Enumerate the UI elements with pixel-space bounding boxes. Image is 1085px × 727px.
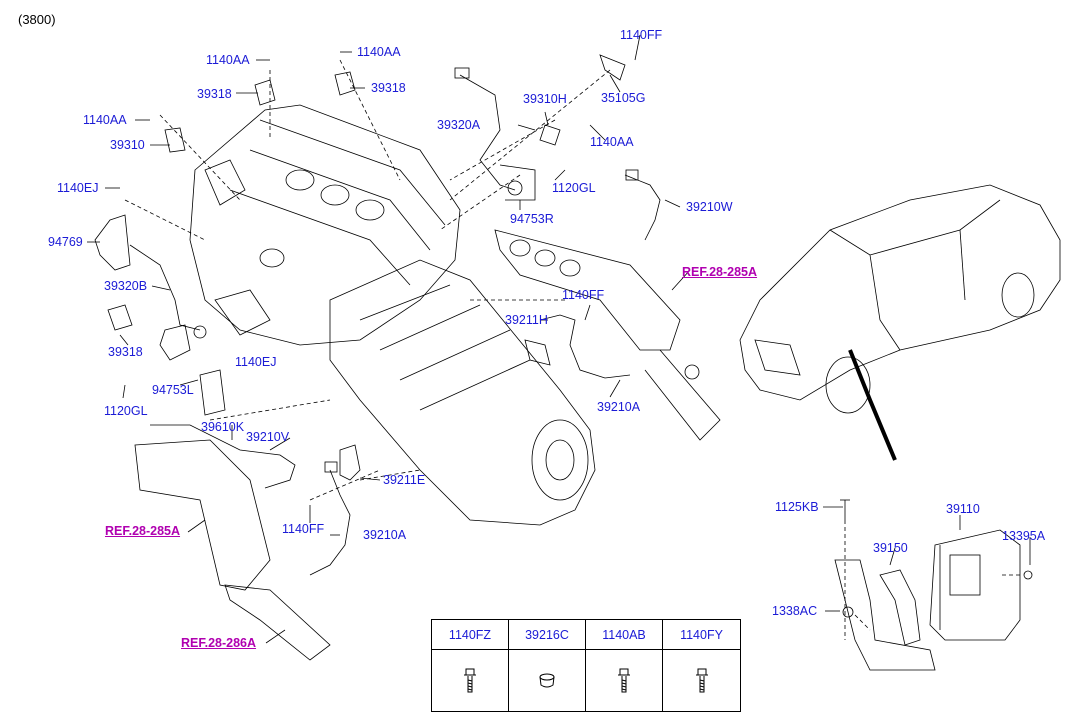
part-label-1140FF[interactable]: 1140FF xyxy=(620,28,663,42)
part-label-39318[interactable]: 39318 xyxy=(197,87,232,101)
part-label-1125KB[interactable]: 1125KB xyxy=(775,500,819,514)
part-label-94753R[interactable]: 94753R xyxy=(510,212,554,226)
part-label-1140FF[interactable]: 1140FF xyxy=(282,522,325,536)
part-label-39210V[interactable]: 39210V xyxy=(246,430,290,444)
part-label-39211E[interactable]: 39211E xyxy=(383,473,426,487)
part-label-1338AC[interactable]: 1338AC xyxy=(772,604,818,618)
plug-icon xyxy=(509,650,586,711)
ref-link-28-286A[interactable]: REF.28-286A xyxy=(181,636,257,650)
legend-header-1140FY[interactable]: 1140FY xyxy=(663,620,740,650)
ref-link-28-285A[interactable]: REF.28-285A xyxy=(105,524,181,538)
car-drawing xyxy=(739,184,1061,414)
exhaust-drawing xyxy=(134,229,721,661)
part-label-39110[interactable]: 39110 xyxy=(946,502,980,516)
part-label-13395A[interactable]: 13395A xyxy=(1002,529,1046,543)
fastener-legend-table: 1140FZ 39216C 1140AB 1140FY xyxy=(431,619,741,712)
part-label-39318[interactable]: 39318 xyxy=(371,81,406,95)
part-label-94769[interactable]: 94769 xyxy=(48,235,83,249)
diagram-code: (3800) xyxy=(18,12,56,27)
part-label-1120GL[interactable]: 1120GL xyxy=(552,181,596,195)
part-label-39310[interactable]: 39310 xyxy=(110,138,145,152)
part-label-39210A[interactable]: 39210A xyxy=(597,400,641,414)
part-label-39210W[interactable]: 39210W xyxy=(686,200,733,214)
part-label-1140AA[interactable]: 1140AA xyxy=(206,53,250,67)
label-leaders xyxy=(87,34,1031,644)
engine-drawing xyxy=(189,104,461,346)
part-label-1140EJ[interactable]: 1140EJ xyxy=(235,355,277,369)
part-label-1120GL[interactable]: 1120GL xyxy=(104,404,148,418)
part-label-1140FF[interactable]: 1140FF xyxy=(562,288,605,302)
bolt-icon xyxy=(586,650,663,711)
part-label-1140AA[interactable]: 1140AA xyxy=(590,135,634,149)
transmission-drawing xyxy=(329,259,596,526)
bolt-icon xyxy=(663,650,740,711)
legend-header-39216C[interactable]: 39216C xyxy=(509,620,586,650)
legend-header-1140AB[interactable]: 1140AB xyxy=(586,620,663,650)
part-label-39210A[interactable]: 39210A xyxy=(363,528,407,542)
ref-link-28-285A[interactable]: REF.28-285A xyxy=(682,265,758,279)
legend-header-1140FZ[interactable]: 1140FZ xyxy=(432,620,509,650)
bolt-icon xyxy=(432,650,509,711)
part-label-39211H[interactable]: 39211H xyxy=(505,313,548,327)
part-label-35105G[interactable]: 35105G xyxy=(601,91,646,105)
part-label-1140AA[interactable]: 1140AA xyxy=(357,45,401,59)
part-label-1140EJ[interactable]: 1140EJ xyxy=(57,181,99,195)
part-label-39320B[interactable]: 39320B xyxy=(104,279,148,293)
leader-lines xyxy=(124,59,1020,640)
part-label-39310H[interactable]: 39310H xyxy=(523,92,567,106)
part-label-39320A[interactable]: 39320A xyxy=(437,118,481,132)
part-label-39150[interactable]: 39150 xyxy=(873,541,908,555)
part-label-94753L[interactable]: 94753L xyxy=(152,383,194,397)
part-label-39610K[interactable]: 39610K xyxy=(201,420,245,434)
ecu-drawing xyxy=(834,499,1033,671)
sensors-drawing xyxy=(94,54,661,576)
part-label-1140AA[interactable]: 1140AA xyxy=(83,113,127,127)
part-label-39318[interactable]: 39318 xyxy=(108,345,143,359)
